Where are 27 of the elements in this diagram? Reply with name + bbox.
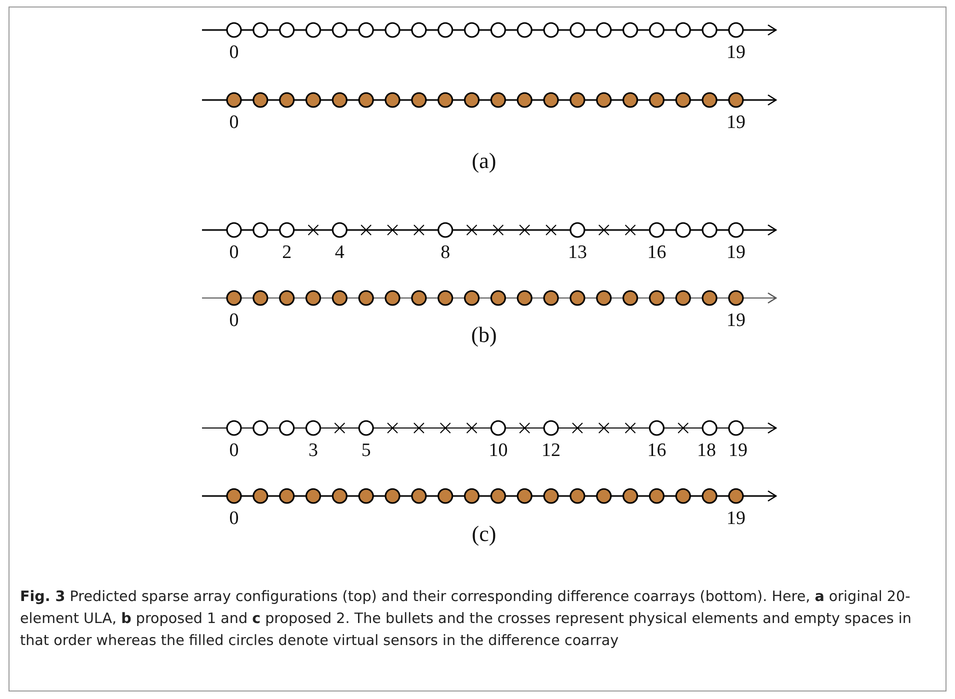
tick-label: 19 — [726, 311, 746, 330]
tick-label: 0 — [229, 509, 239, 528]
tick-label: 8 — [440, 243, 450, 262]
tick-label: 0 — [229, 43, 239, 62]
panel-label: (c) — [472, 523, 496, 545]
tick-label: 0 — [229, 311, 239, 330]
tick-label: 19 — [726, 243, 746, 262]
figure-caption: Fig. 3 Predicted sparse array configurations (top) and their corresponding difference coarrays (bottom). Here, a original 20-element ULA, b proposed 1 and c proposed 2. The bullets and the crosses represent physical elements and empty spaces in that order whereas the filled circles denote virtual sensors in the difference coarray — [20, 588, 912, 651]
tick-label: 4 — [334, 243, 344, 262]
tick-label: 16 — [647, 441, 666, 460]
tick-label: 18 — [697, 441, 716, 460]
tick-label: 19 — [728, 441, 748, 460]
panel-label: (a) — [472, 150, 496, 172]
tick-label: 0 — [229, 113, 239, 132]
tick-label: 2 — [282, 243, 292, 262]
tick-label: 19 — [726, 43, 746, 62]
tick-label: 19 — [726, 113, 746, 132]
tick-label: 13 — [568, 243, 587, 262]
tick-label: 16 — [647, 243, 666, 262]
tick-label: 12 — [542, 441, 561, 460]
tick-label: 0 — [229, 441, 239, 460]
panel-label: (b) — [471, 324, 497, 346]
tick-label: 10 — [488, 441, 508, 460]
tick-label: 3 — [308, 441, 318, 460]
tick-label: 5 — [361, 441, 371, 460]
tick-label: 0 — [229, 243, 239, 262]
tick-label: 19 — [726, 509, 746, 528]
